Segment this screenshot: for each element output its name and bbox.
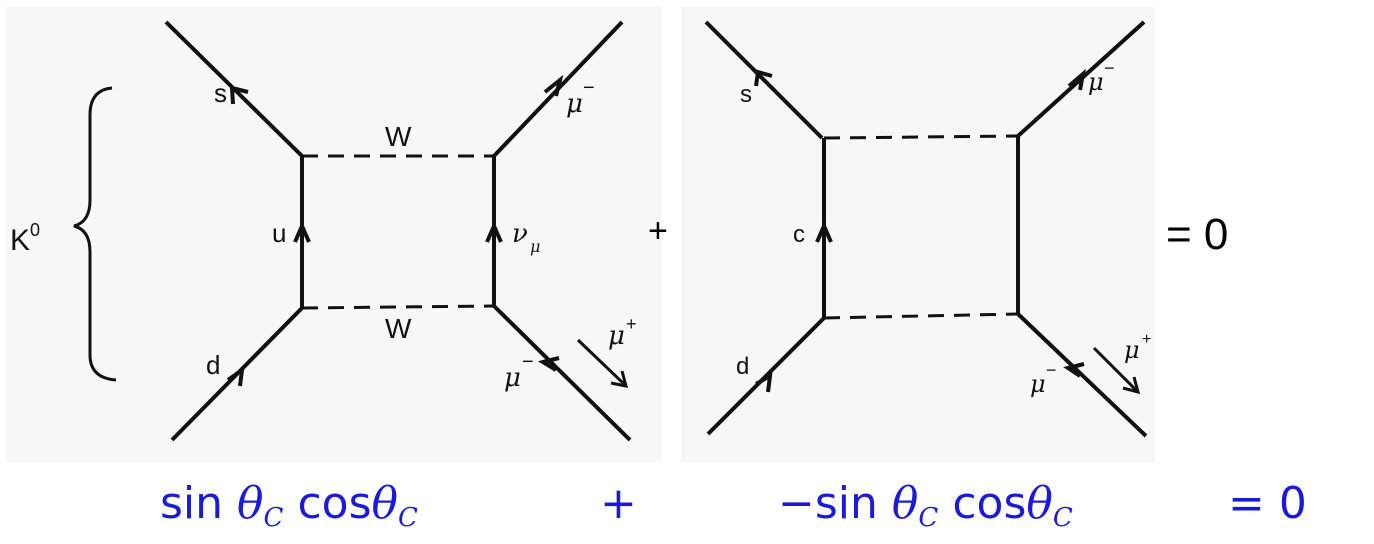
term1-sin: sin bbox=[160, 478, 224, 529]
mu-bottom-arrow bbox=[537, 356, 560, 372]
mu-bottom-label-2: μ bbox=[1030, 370, 1046, 398]
term2-sin: sin bbox=[814, 478, 878, 529]
u-arrow bbox=[293, 221, 311, 243]
term2-sub: C bbox=[918, 503, 939, 533]
w-boson-top-2 bbox=[823, 134, 1019, 140]
term1-theta-2: θ bbox=[371, 478, 399, 529]
mu-plus-label: μ bbox=[608, 321, 625, 351]
w-top-label: W bbox=[385, 121, 412, 152]
term1-theta: θ bbox=[237, 478, 264, 529]
coefficient-term1: sin θC cosθC bbox=[160, 478, 418, 544]
d-arrow-2 bbox=[755, 372, 773, 393]
term2-minus: − bbox=[778, 478, 815, 529]
neutrino-label: ν bbox=[512, 219, 528, 249]
mu-bottom-label: μ bbox=[504, 363, 521, 393]
neutrino-arrow bbox=[485, 221, 503, 243]
w-boson-bottom-2 bbox=[823, 312, 1019, 320]
mu-plus-momentum-head-2 bbox=[1122, 376, 1141, 395]
mu-minus-bottom-line bbox=[492, 304, 632, 442]
d-label-2: d bbox=[736, 353, 749, 380]
k0-brace bbox=[73, 86, 117, 382]
coefficient-plus: + bbox=[600, 478, 637, 529]
mu-bottom-sup-2: − bbox=[1046, 360, 1057, 380]
c-label: c bbox=[793, 221, 805, 248]
s-arrow bbox=[229, 85, 249, 105]
neutrino-sub: μ bbox=[530, 237, 540, 256]
coefficient-term2: −sin θC cosθC bbox=[778, 478, 1073, 544]
mu-minus-bottom-line-2 bbox=[1016, 312, 1148, 438]
meson-label: K bbox=[10, 224, 30, 257]
w-bottom-label: W bbox=[385, 313, 412, 344]
term2-theta: θ bbox=[891, 478, 919, 529]
term2-sub-2: C bbox=[1052, 503, 1073, 533]
mu-plus-label-2: μ bbox=[1124, 336, 1140, 364]
s-arrow-2 bbox=[754, 69, 773, 87]
u-label: u bbox=[272, 218, 286, 248]
term1-sub-2: C bbox=[398, 503, 418, 533]
mu-plus-sup-2: + bbox=[1142, 331, 1151, 348]
diagram-equals-zero: = 0 bbox=[1166, 210, 1229, 259]
term2-theta-2: θ bbox=[1026, 478, 1053, 529]
coefficient-equals-zero: = 0 bbox=[1228, 478, 1307, 529]
mu-top-label-2: μ bbox=[1088, 68, 1104, 96]
mu-plus-momentum-line-2 bbox=[1092, 346, 1138, 392]
diagram-panel-up-quark bbox=[6, 6, 662, 462]
s-quark-line-2 bbox=[704, 20, 824, 140]
mu-bottom-arrow-2 bbox=[1063, 362, 1085, 378]
d-arrow bbox=[226, 365, 245, 387]
mu-plus-momentum-head bbox=[610, 370, 629, 388]
mu-top-sup-2: − bbox=[1104, 58, 1115, 78]
s-label: s bbox=[214, 78, 227, 108]
term1-sub: C bbox=[263, 503, 284, 533]
mu-bottom-sup: − bbox=[522, 351, 534, 373]
meson-superscript: 0 bbox=[30, 220, 40, 240]
mu-top-sup: − bbox=[583, 77, 595, 99]
mu-top-arrow bbox=[543, 74, 564, 97]
c-arrow bbox=[815, 221, 833, 243]
d-label: d bbox=[206, 350, 220, 380]
mu-plus-sup: + bbox=[626, 314, 637, 334]
term1-cos: cos bbox=[297, 478, 372, 529]
s-label-2: s bbox=[740, 81, 752, 108]
w-boson-bottom bbox=[301, 304, 495, 310]
mu-top-label: μ bbox=[566, 89, 583, 119]
term2-cos: cos bbox=[952, 478, 1027, 529]
mu-plus-momentum-line bbox=[576, 338, 626, 386]
diagram-plus-sign: + bbox=[648, 212, 668, 250]
mu-top-arrow-2 bbox=[1067, 68, 1087, 91]
